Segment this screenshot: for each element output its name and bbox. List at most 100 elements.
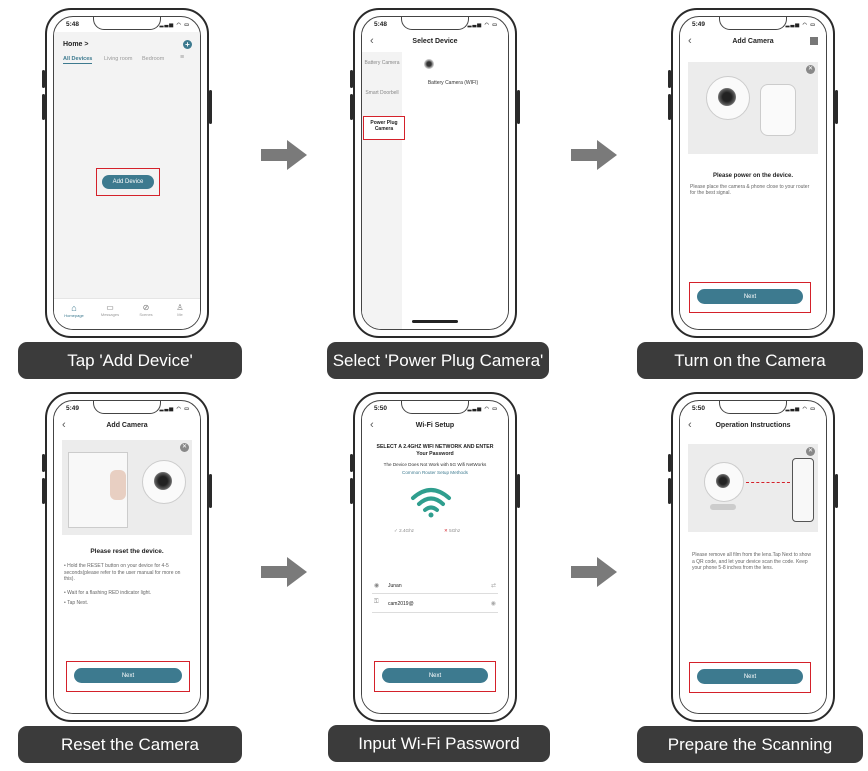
phone-notch: [401, 17, 469, 30]
menu-icon[interactable]: ≡: [180, 54, 185, 61]
phone-screen: 5:49 ▂▃▅ ◠ ▭ ‹ Add Camera ✕ Please power…: [679, 16, 827, 330]
chevron-left-icon[interactable]: ‹: [370, 419, 374, 431]
phone-screen: 5:48 ▂▃▅ ◠ ▭ Home > + All Devices Living…: [53, 16, 201, 330]
phone-notch: [719, 401, 787, 414]
nav-label: Messages: [100, 312, 120, 317]
nav-me[interactable]: ♙ Me: [168, 303, 192, 317]
plus-circle-icon[interactable]: +: [183, 40, 192, 49]
side-button: [209, 474, 212, 508]
close-icon[interactable]: ✕: [180, 443, 189, 452]
nav-label: Homepage: [64, 313, 84, 318]
category-sidebar: [362, 52, 402, 329]
instruction-bullet: • Hold the RESET button on your device f…: [64, 563, 181, 582]
nav-homepage[interactable]: ⌂ Homepage: [62, 303, 86, 318]
side-button: [668, 94, 671, 120]
page-title: Add Camera: [106, 422, 148, 429]
add-device-button[interactable]: Add Device: [102, 175, 154, 189]
status-bar: 5:48 ▂▃▅ ◠ ▭: [54, 20, 200, 32]
status-bar: 5:49 ▂▃▅ ◠ ▭: [54, 404, 200, 416]
page-title: Operation Instructions: [715, 422, 791, 429]
next-button[interactable]: Next: [74, 668, 182, 683]
side-button: [350, 70, 353, 88]
step-caption: Tap 'Add Device': [18, 342, 242, 379]
home-icon: ⌂: [71, 303, 77, 313]
eye-icon[interactable]: ◉: [490, 601, 496, 607]
nav-scenes[interactable]: ⊘ Scenes: [134, 303, 158, 317]
nav-messages[interactable]: ▭ Messages: [98, 303, 122, 317]
home-title[interactable]: Home >: [63, 41, 89, 48]
band-ok: ✓ 2.4Ghz: [394, 528, 414, 533]
home-indicator: [412, 320, 458, 323]
phone-step-2: 5:48 ▂▃▅ ◠ ▭ ‹ Select Device Battery Cam…: [350, 8, 520, 338]
chevron-left-icon[interactable]: ‹: [688, 35, 692, 47]
status-bar: 5:49 ▂▃▅ ◠ ▭: [680, 20, 826, 32]
close-icon[interactable]: ✕: [806, 447, 815, 456]
right-arrow-icon: [261, 140, 307, 170]
status-bar: 5:50 ▂▃▅ ◠ ▭: [680, 404, 826, 416]
next-button[interactable]: Next: [382, 668, 488, 683]
right-arrow-icon: [571, 557, 617, 587]
chevron-left-icon[interactable]: ‹: [370, 35, 374, 47]
step-caption: Input Wi-Fi Password: [328, 725, 550, 762]
user-icon: ♙: [176, 303, 184, 312]
next-button[interactable]: Next: [697, 289, 803, 304]
phone-screen: 5:49 ▂▃▅ ◠ ▭ ‹ Add Camera ✕ Please reset…: [53, 400, 201, 714]
category-power-plug-camera[interactable]: Power Plug Camera: [370, 120, 398, 132]
next-button[interactable]: Next: [697, 669, 803, 684]
bottom-navigation: ⌂ Homepage ▭ Messages ⊘ Scenes ♙ Me: [54, 298, 200, 329]
highlight-box: [363, 116, 405, 140]
phone-notch: [93, 401, 161, 414]
phone-step-5: 5:50 ▂▃▅ ◠ ▭ ‹ Wi-Fi Setup SELECT A 2.4G…: [350, 392, 520, 722]
tab-living-room[interactable]: Living room: [104, 56, 133, 62]
side-button: [42, 94, 45, 120]
chevron-left-icon[interactable]: ‹: [688, 419, 692, 431]
step-caption: Prepare the Scanning: [637, 726, 863, 763]
phone-screen: 5:50 ▂▃▅ ◠ ▭ ‹ Wi-Fi Setup SELECT A 2.4G…: [361, 400, 509, 714]
side-button: [668, 70, 671, 88]
close-icon[interactable]: ✕: [806, 65, 815, 74]
step-caption: Reset the Camera: [18, 726, 242, 763]
router-setup-link[interactable]: Common Router Setup Methods: [402, 470, 468, 475]
highlight-box: [689, 662, 811, 693]
phone-screen: 5:48 ▂▃▅ ◠ ▭ ‹ Select Device Battery Cam…: [361, 16, 509, 330]
side-button: [209, 90, 212, 124]
band-unsupported: ✕ 5Ghz: [444, 528, 461, 533]
qr-icon[interactable]: [810, 37, 818, 45]
signal-icon: ▂▃▅ ◠ ▭: [785, 406, 816, 412]
side-button: [42, 454, 45, 472]
scan-illustration: ✕: [688, 444, 818, 532]
step-caption: Select 'Power Plug Camera': [327, 342, 549, 379]
side-button: [668, 478, 671, 504]
tab-all-devices[interactable]: All Devices: [63, 56, 93, 64]
right-arrow-icon: [261, 557, 307, 587]
side-button: [350, 454, 353, 472]
category-battery-camera[interactable]: Battery Camera: [364, 60, 400, 66]
phone-step-1: 5:48 ▂▃▅ ◠ ▭ Home > + All Devices Living…: [42, 8, 212, 338]
side-button: [517, 474, 520, 508]
page-title: Select Device: [412, 38, 458, 45]
swap-icon[interactable]: ⇄: [490, 583, 496, 589]
wifi-small-icon: ◉: [374, 583, 380, 589]
phone-step-6: 5:50 ▂▃▅ ◠ ▭ ‹ Operation Instructions ✕ …: [668, 392, 838, 722]
step-caption: Turn on the Camera: [637, 342, 863, 379]
phone-notch: [401, 401, 469, 414]
category-smart-doorbell[interactable]: Smart Doorbell: [365, 90, 399, 96]
status-time: 5:49: [66, 405, 80, 412]
side-button: [42, 478, 45, 504]
status-bar: 5:48 ▂▃▅ ◠ ▭: [362, 20, 508, 32]
camera-plug: [760, 84, 796, 136]
hand-illustration: [110, 470, 126, 500]
device-item-label[interactable]: Battery Camera (WIFI): [427, 80, 479, 86]
password-field[interactable]: cam2019@: [388, 601, 414, 607]
ssid-field[interactable]: Junan: [388, 583, 402, 589]
nav-label: Me: [177, 312, 183, 317]
signal-icon: ▂▃▅ ◠ ▭: [159, 406, 190, 412]
wifi-icon: [411, 488, 451, 518]
home-label: Home: [63, 41, 83, 48]
status-time: 5:50: [692, 405, 706, 412]
scan-line: [746, 482, 790, 483]
chevron-left-icon[interactable]: ‹: [62, 419, 66, 431]
side-button: [350, 478, 353, 504]
tab-bedroom[interactable]: Bedroom: [142, 56, 165, 62]
status-time: 5:49: [692, 21, 706, 28]
